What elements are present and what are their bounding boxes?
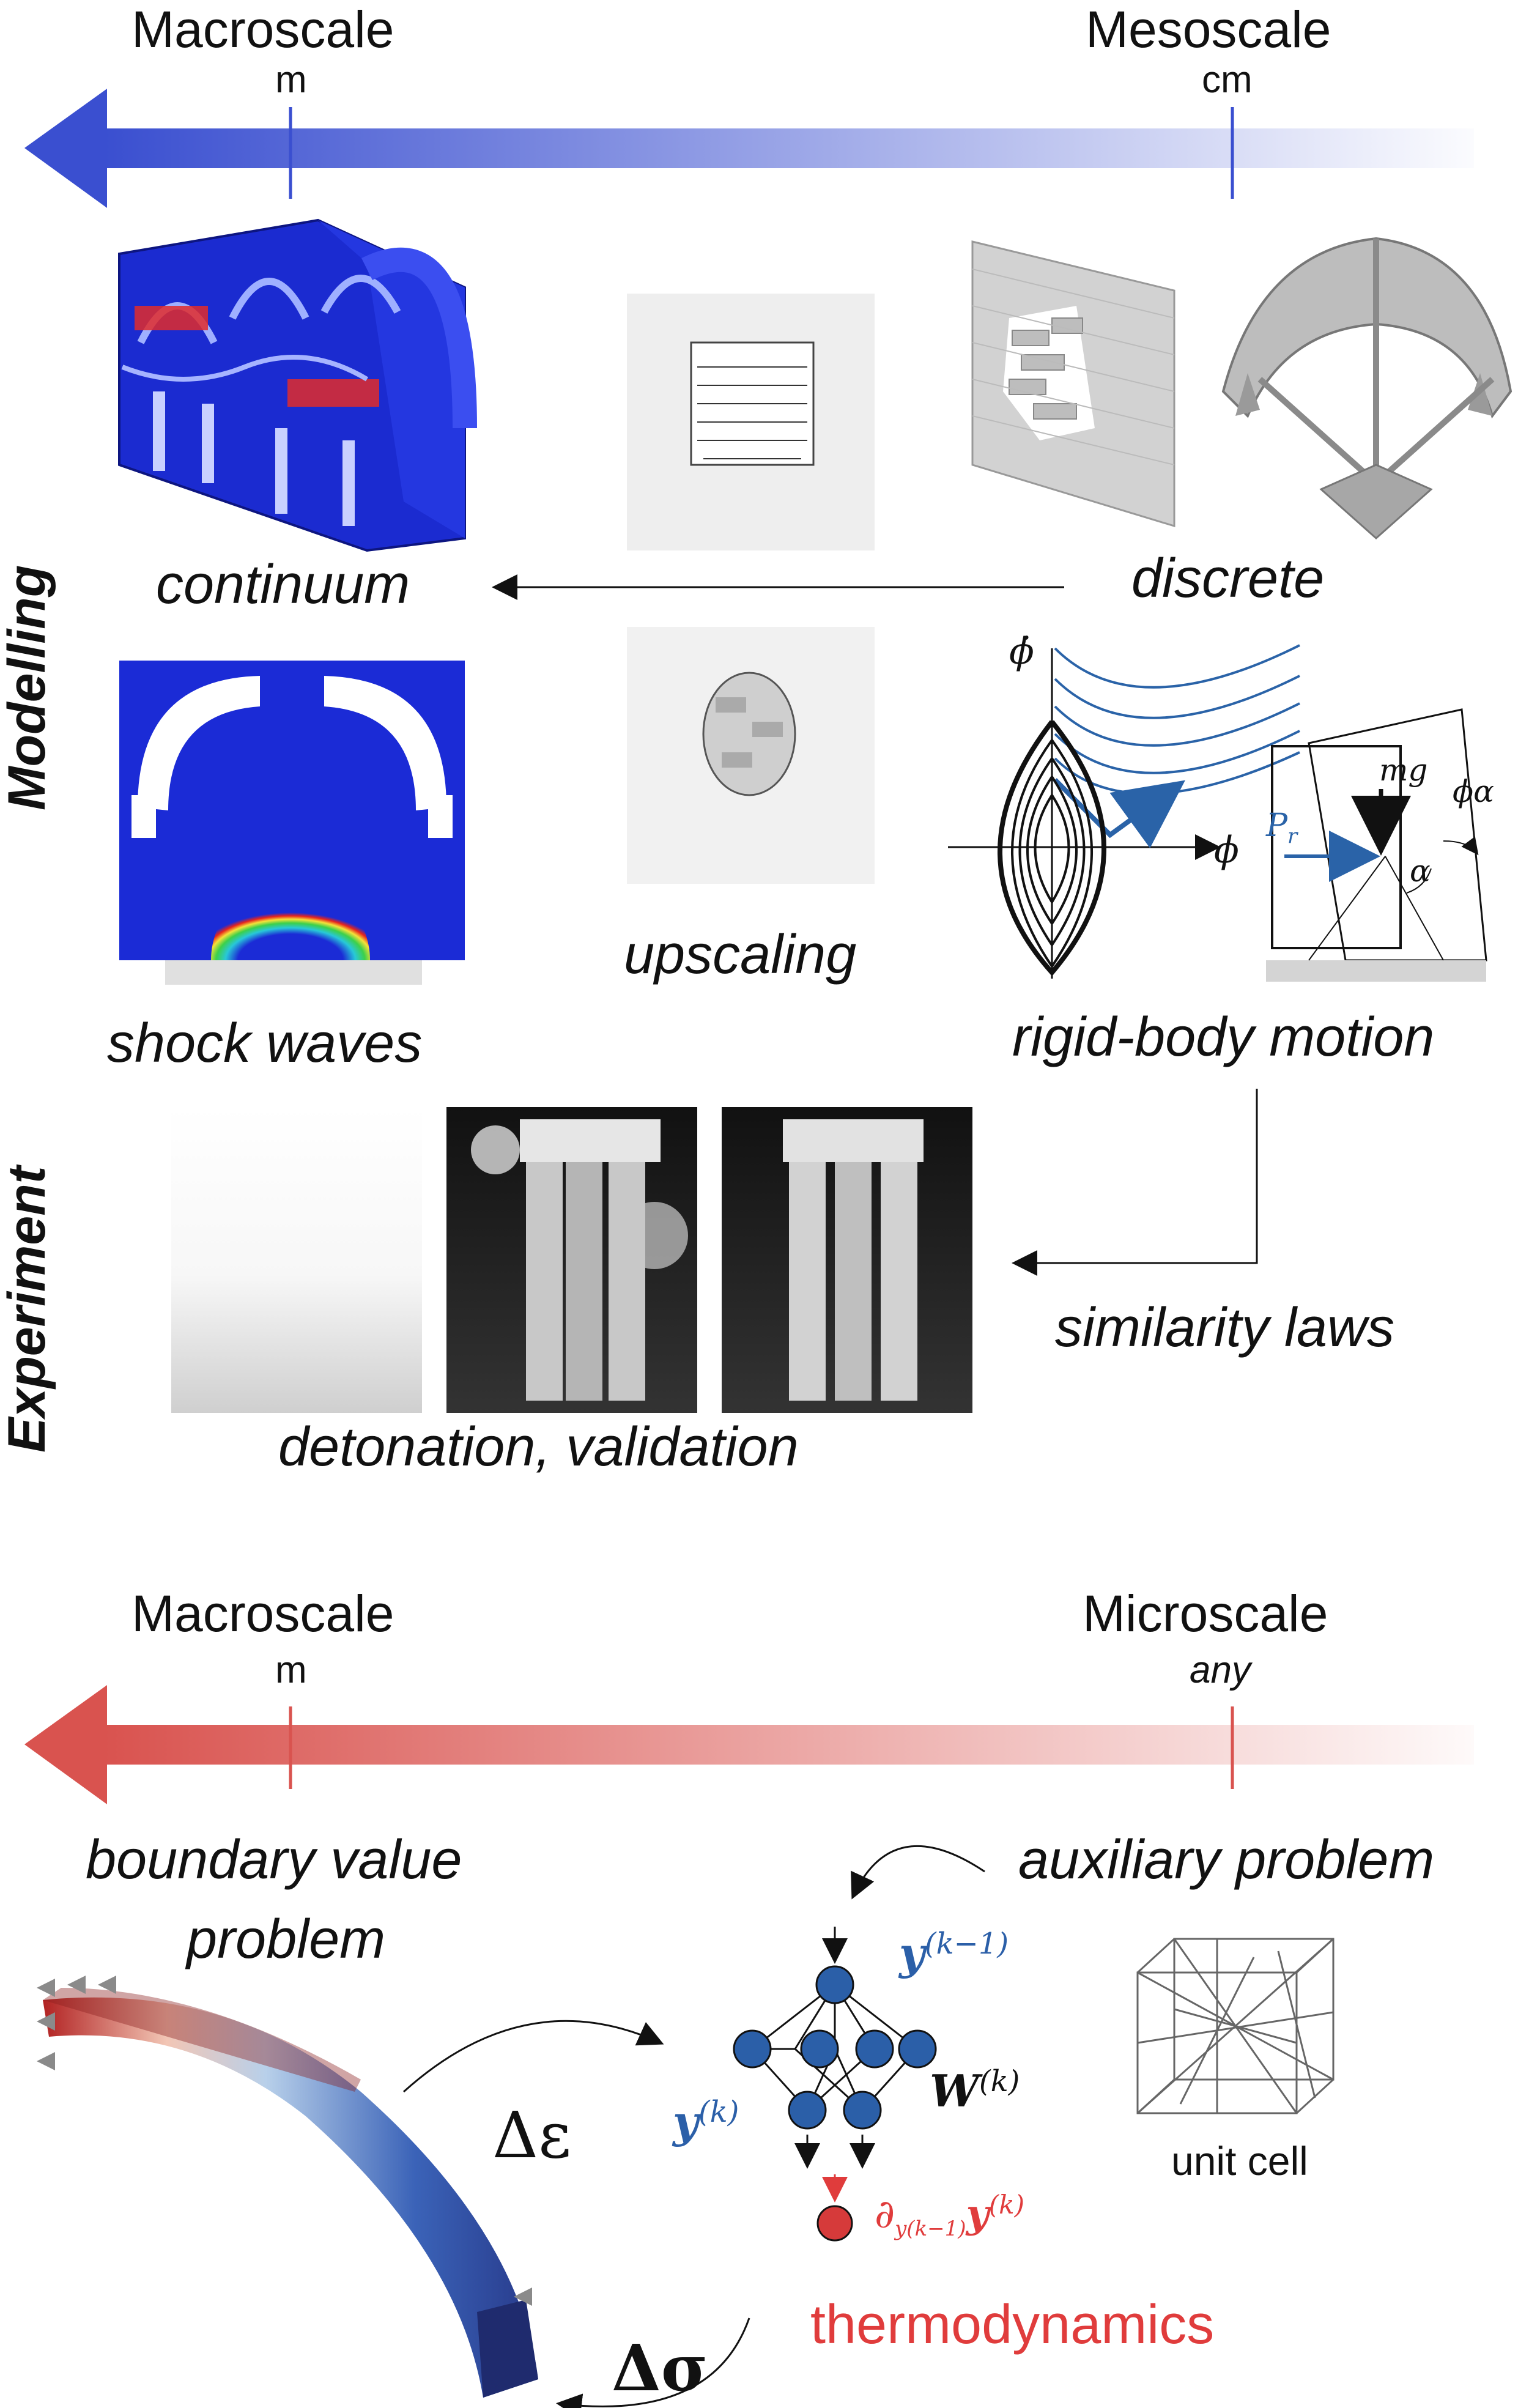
unit-cell-lattice [1136, 1938, 1335, 2114]
delta-sigma-arrow [556, 2317, 750, 2408]
phase-portrait-plot [948, 644, 1487, 982]
auxiliary-arrow [851, 1845, 985, 1900]
brick-wall-discrete-model [971, 240, 1175, 528]
vault-discrete-model [1221, 237, 1512, 540]
unit-cell-caption: unit cell [1171, 2138, 1308, 2184]
derivative-label: ∂y(k−1)y(k) [875, 2190, 1024, 2242]
rigid-body-motion-caption: rigid-body motion [1012, 1007, 1435, 1068]
shock-waves-caption: shock waves [107, 1013, 423, 1074]
top-left-scale-label: Macroscale [131, 1, 394, 58]
phi-axis-label: ϕ [1214, 829, 1239, 872]
thermodynamics-caption: thermodynamics [810, 2294, 1215, 2355]
bvp-caption-line2: problem [187, 1909, 386, 1970]
shock-wave-simulation [119, 661, 465, 985]
neural-network [733, 1927, 937, 2242]
y-prev-label: y(k−1) [899, 1927, 1009, 1979]
beam-bvp-model [37, 1976, 538, 2398]
force-label: Pr [1266, 807, 1298, 849]
cathedral-continuum-model [118, 218, 477, 552]
bottom-right-unit: any [1190, 1649, 1251, 1691]
modelling-side-label: Modelling [0, 565, 56, 810]
top-right-unit: cm [1202, 59, 1253, 101]
auxiliary-problem-caption: auxiliary problem [1018, 1829, 1435, 1891]
continuum-caption: continuum [156, 554, 410, 615]
delta-sigma-label: Δσ [612, 2330, 708, 2406]
experiment-photo-detonation [171, 1107, 422, 1413]
discrete-caption: discrete [1131, 548, 1325, 609]
experiment-photo-columns [722, 1107, 972, 1413]
delta-epsilon-label: Δε [492, 2098, 571, 2173]
bottom-left-unit: m [275, 1649, 307, 1691]
weight-label: mg [1379, 752, 1428, 788]
experiment-photo-blast [446, 1107, 697, 1413]
upscaling-image-bottom [627, 627, 875, 884]
experiment-side-label: Experiment [0, 1166, 56, 1453]
similarity-laws-caption: similarity laws [1055, 1297, 1395, 1358]
bottom-right-scale-label: Microscale [1083, 1585, 1328, 1642]
delta-eps-arrow [402, 2020, 664, 2093]
tilt-angle-label: ϕα [1453, 774, 1494, 809]
top-right-scale-label: Mesoscale [1086, 1, 1331, 58]
phi-dot-axis-label: ϕ̇ [1009, 630, 1034, 673]
top-left-unit: m [275, 59, 307, 101]
weights-label: W(k) [930, 2064, 1020, 2117]
bvp-caption-line1: boundary value [86, 1829, 462, 1891]
upscaling-caption: upscaling [624, 924, 857, 985]
rigid-to-experiment-arrow [1012, 1089, 1258, 1276]
upscaling-image-top [627, 294, 875, 550]
alpha-label: α [1410, 853, 1431, 889]
top-scale-arrow [24, 89, 1474, 208]
y-k-label: y(k) [673, 2095, 739, 2147]
detonation-validation-caption: detonation, validation [278, 1417, 799, 1478]
bottom-scale-arrow [24, 1685, 1474, 1804]
bottom-left-scale-label: Macroscale [131, 1585, 394, 1642]
